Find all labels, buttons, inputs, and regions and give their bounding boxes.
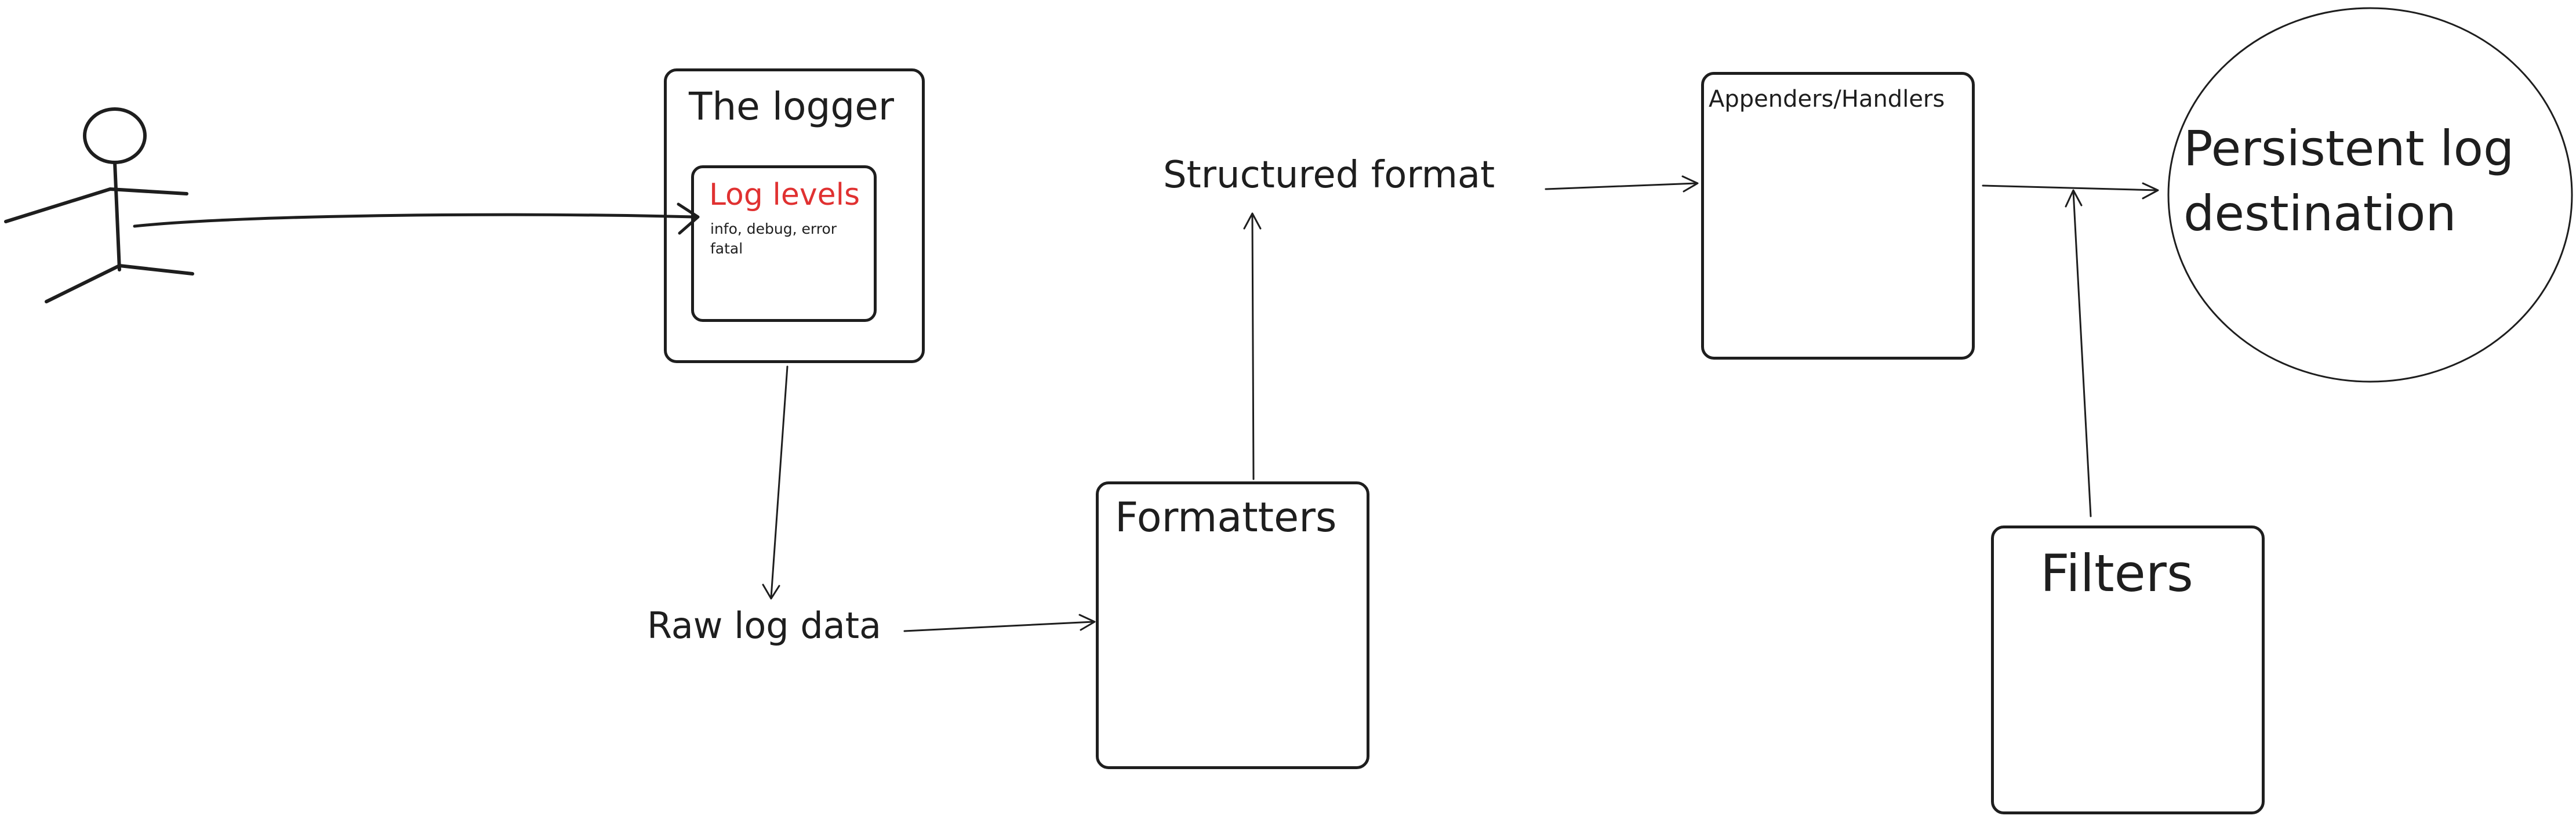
appenders-title: Appenders/Handlers — [1709, 86, 1945, 113]
log-levels-list-line2: fatal — [710, 240, 743, 257]
logger-title: The logger — [689, 84, 894, 129]
arrow-actor-to-logger — [133, 213, 696, 228]
formatters-title: Formatters — [1115, 494, 1337, 541]
arrow-logger-to-raw — [770, 365, 789, 599]
filters-title: Filters — [2040, 543, 2193, 603]
log-levels-list-line1: info, debug, error — [710, 220, 837, 237]
arrowhead-formatters-to-structured — [1243, 212, 1262, 230]
arrow-raw-to-formatters — [903, 621, 1095, 632]
destination-label-line2: destination — [2183, 185, 2457, 242]
arrowhead-raw-to-formatters — [1078, 614, 1096, 631]
log-levels-box: Log levels info, debug, error fatal — [691, 165, 877, 322]
arrow-structured-to-appenders — [1545, 182, 1698, 190]
structured-format-label: Structured format — [1163, 154, 1495, 197]
logger-box: The logger Log levels info, debug, error… — [664, 68, 925, 363]
arrowhead-logger-to-raw — [762, 584, 780, 600]
arrow-appenders-to-destination — [1982, 184, 2158, 191]
arrowhead-actor-to-logger — [677, 202, 700, 235]
raw-log-data-label: Raw log data — [647, 604, 881, 647]
formatters-box: Formatters — [1096, 481, 1369, 769]
arrow-filters-to-pipeline — [2072, 190, 2092, 517]
arrowhead-filters-to-pipeline — [2065, 189, 2083, 208]
destination-label-line1: Persistent log — [2183, 120, 2515, 177]
arrowhead-appenders-to-destination — [2142, 182, 2159, 200]
filters-box: Filters — [1991, 526, 2265, 814]
arrow-formatters-to-structured — [1251, 213, 1255, 480]
log-levels-title: Log levels — [709, 177, 860, 212]
destination-circle — [2167, 7, 2573, 383]
appenders-box: Appenders/Handlers — [1701, 72, 1975, 360]
arrowhead-structured-to-appenders — [1681, 175, 1699, 193]
stick-figure-icon — [4, 107, 194, 303]
